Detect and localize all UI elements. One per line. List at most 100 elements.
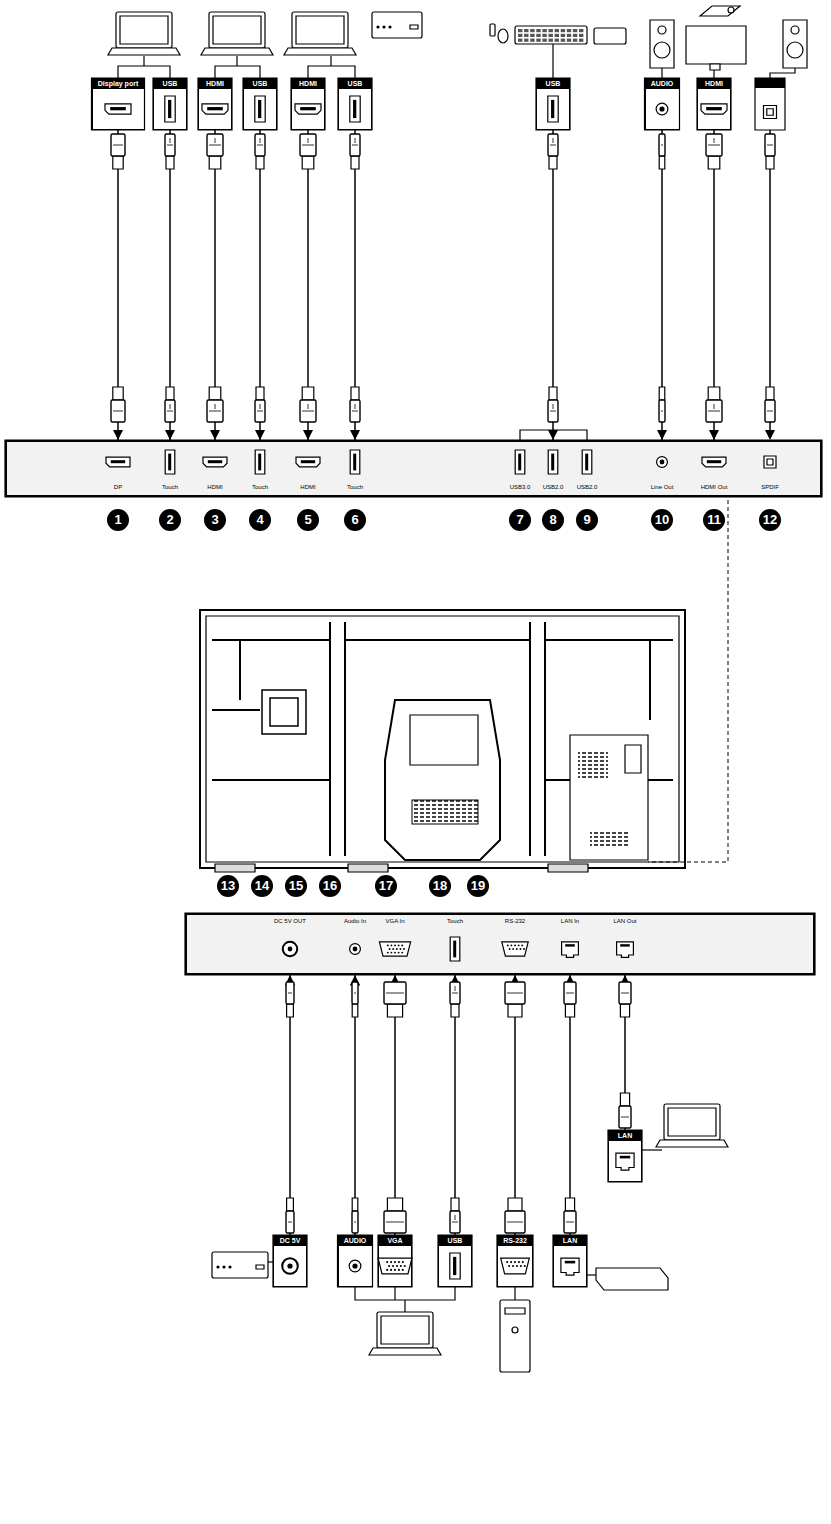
plug-detail [167,411,173,412]
usb-shell [515,450,525,474]
laptop-icon [201,12,273,55]
cable-plug [450,1198,460,1233]
pin-dot [398,944,400,946]
pin-dot [398,1261,400,1263]
lan-port [617,942,634,958]
plug-neck [659,156,665,169]
plug-neck [387,1004,402,1017]
connector-box-fill [378,1235,412,1287]
pin-dot [394,952,396,954]
connector-label: USB [154,79,186,89]
keyboard-key [561,39,565,42]
usb-tongue [258,454,261,471]
pin-dot [518,944,520,946]
connector-box-fill [645,78,680,130]
keyboard-key [549,34,553,37]
usb-port [165,450,175,474]
usb-shell [255,450,265,474]
port-label: DC 5V OUT [273,918,307,925]
plug-head [286,1211,294,1233]
connector-box: HDMI [291,78,325,130]
audio-port [656,103,668,115]
laptop-icon [656,1104,728,1147]
media-box-slot [410,25,418,29]
lan-shell [617,942,634,958]
connector-box-fill [273,1235,307,1287]
bracket-line [355,1287,455,1312]
connector-box-fill [608,1130,642,1182]
connector-box: USB [153,78,187,130]
plug-head [286,982,294,1004]
stand-vent [412,800,478,824]
plug-head [505,1211,525,1233]
plug-head [450,982,460,1004]
callout-number: 4 [249,509,271,531]
audio-port [349,1260,361,1272]
cable-plug [207,387,223,422]
callout-number: 6 [344,509,366,531]
laptop-icon [108,12,180,55]
cable-plug [505,982,525,1017]
connector-label: USB [244,79,276,89]
pc-case [500,1300,530,1372]
pin-dot [394,1269,396,1271]
plug-neck [166,156,174,169]
lan-port [616,1153,634,1170]
port-label: HDMI [299,484,316,491]
lan-pins [565,1261,575,1264]
usb-tongue [518,454,521,471]
lan-port [562,942,579,958]
mouse-icon [498,29,508,43]
stand-plate [410,715,478,765]
connector-label: DC 5V [274,1236,306,1246]
port-label: RS-232 [504,918,526,925]
keyboard-key [536,29,540,32]
connector-label: USB [339,79,371,89]
plug-neck [451,1004,459,1017]
plug-head [384,982,406,1004]
callout-number: 13 [217,875,239,897]
plug-head [505,982,525,1004]
bracket-line [661,68,662,78]
laptop-screen [664,1104,720,1140]
keyboard-key [573,29,577,32]
hdmi-shell [702,457,726,467]
connector-box-ground [536,78,570,130]
hdmi-tongue [301,460,315,463]
connector-box-ground [243,78,277,130]
plug-neck [351,387,359,400]
dc-port [283,942,297,956]
connector-box-fill [697,78,731,130]
keyboard-key [524,29,528,32]
hdmi-tongue [207,107,223,110]
bracket-line [308,56,355,78]
port-label: LAN Out [612,918,637,925]
dp-port [105,104,131,114]
connector-box-ground [378,1235,412,1287]
cable-plug [765,387,775,422]
usb-port [450,937,460,961]
laptop-screen [209,12,265,48]
usb-port [165,96,175,122]
plug-neck [549,156,557,169]
lan-shell [562,942,579,958]
plug-neck [287,1004,294,1017]
pin-dot [400,1265,402,1267]
keyboard-key [579,34,583,37]
usb-tongue [585,454,588,471]
dp-tongue [111,460,125,463]
pin-dot [401,944,403,946]
pin-dot [390,952,392,954]
usb-mark [553,138,554,143]
usb-tongue [258,100,261,118]
callout-number: 7 [509,509,531,531]
plug-detail [352,411,358,412]
optical-shell [764,106,777,119]
connector-box-fill [338,78,372,130]
monitor-stand [710,64,720,70]
connector-label: RS-232 [498,1236,532,1246]
cable-plug [564,982,576,1017]
usb-mark [170,138,171,143]
port-panel: DC 5V OUTAudio InVGA InTouchRS-232LAN In… [185,913,815,975]
bracket-line [118,56,170,78]
